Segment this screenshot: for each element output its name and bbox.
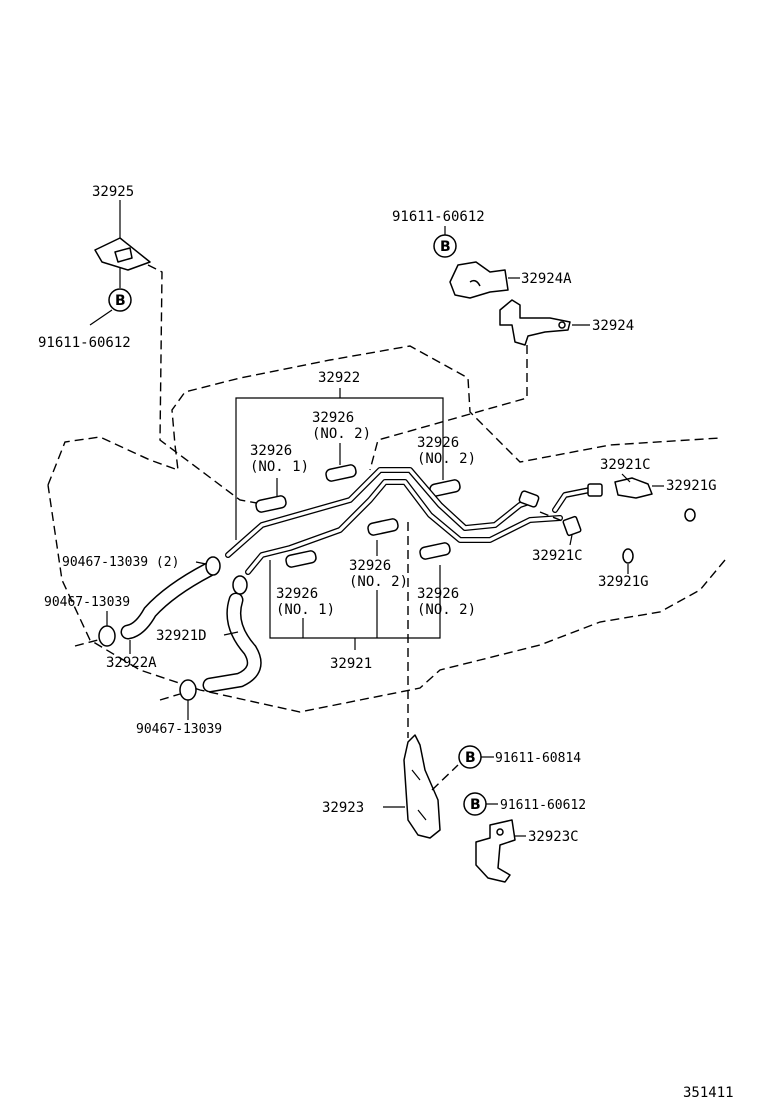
- grommet-32926-d: [285, 550, 317, 568]
- label-32921C-top: 32921C: [600, 457, 651, 473]
- bracket-32925: [94, 237, 151, 271]
- clamp-90467-bottom: [179, 679, 197, 701]
- label-32921C-mid: 32921C: [532, 548, 583, 564]
- transmission-outline: [47, 345, 726, 713]
- oring-32921G-mid: [622, 548, 634, 564]
- label-bolt-topleft: 91611-60612: [38, 335, 131, 351]
- marker-b-mid-text: B: [465, 750, 476, 766]
- label-32921G-top: 32921G: [666, 478, 717, 494]
- marker-b-topleft: [108, 288, 132, 312]
- leader-32921C-top: [621, 473, 631, 483]
- clamp-90467-a: [205, 556, 221, 576]
- label-32922A: 32922A: [106, 655, 157, 671]
- fitting-pipe-end: [518, 490, 540, 508]
- dash-32923-bolt: [431, 764, 459, 791]
- label-32923: 32923: [322, 800, 364, 816]
- hole-32924: [558, 321, 566, 329]
- grommet-32926-f: [419, 542, 451, 560]
- label-32925: 32925: [92, 184, 134, 200]
- dash-32925: [147, 264, 269, 506]
- label-32921D: 32921D: [156, 628, 207, 644]
- clamp-90467-b: [232, 575, 248, 595]
- dash-clamp-left: [74, 639, 99, 647]
- label-32926-a: 32926: [312, 410, 354, 426]
- label-32923C: 32923C: [528, 829, 579, 845]
- bracket-32924: [499, 299, 571, 346]
- label-32922: 32922: [318, 370, 360, 386]
- fitting-32921C-mid: [562, 515, 582, 537]
- leader-32921D: [223, 631, 239, 636]
- marker-b-topright: [433, 234, 457, 258]
- leader-bolt-topleft: [89, 309, 113, 326]
- label-32926-a-no: (NO. 2): [312, 426, 371, 442]
- grommet-32926-a: [325, 464, 357, 482]
- dash-fitting: [539, 511, 566, 523]
- dash-clamp-bottom: [159, 693, 181, 701]
- clamp-90467-left: [98, 625, 116, 647]
- label-32926-f-no: (NO. 2): [417, 602, 476, 618]
- label-clip-bottom: 90467-13039: [136, 722, 222, 737]
- label-32926-d-no: (NO. 1): [276, 602, 335, 618]
- figure-number: 351411: [683, 1085, 734, 1101]
- grommet-32926-e: [367, 518, 399, 536]
- label-32926-e-no: (NO. 2): [349, 574, 408, 590]
- label-32926-c-no: (NO. 2): [417, 451, 476, 467]
- label-32926-c: 32926: [417, 435, 459, 451]
- bracket-32924A: [449, 261, 509, 299]
- marker-b-topleft-text: B: [115, 293, 126, 309]
- oring-32921G-top: [684, 508, 696, 522]
- label-clip-2: 90467-13039 (2): [62, 555, 179, 570]
- fitting-32921C-top-a: [587, 483, 603, 497]
- label-32926-f: 32926: [417, 586, 459, 602]
- label-32921: 32921: [330, 656, 372, 672]
- grommet-32926-b: [255, 495, 287, 513]
- group-32922: [235, 397, 444, 540]
- label-32926-b-no: (NO. 1): [250, 459, 309, 475]
- leader-32921C-mid: [569, 534, 573, 546]
- label-32921G-mid: 32921G: [598, 574, 649, 590]
- label-32924: 32924: [592, 318, 634, 334]
- label-32926-d: 32926: [276, 586, 318, 602]
- label-32924A: 32924A: [521, 271, 572, 287]
- bracket-32923C: [475, 819, 516, 883]
- label-bolt-low: 91611-60612: [500, 798, 586, 813]
- marker-b-low-text: B: [470, 797, 481, 813]
- hole-32923C: [496, 828, 504, 836]
- dash-32924: [369, 345, 528, 471]
- leader-clip-2: [195, 561, 207, 565]
- label-bolt-mid: 91611-60814: [495, 751, 581, 766]
- label-32926-e: 32926: [349, 558, 391, 574]
- fitting-32921C-top-b: [614, 477, 653, 499]
- label-bolt-topright: 91611-60612: [392, 209, 485, 225]
- marker-b-topright-text: B: [440, 239, 451, 255]
- bracket-32923: [403, 734, 441, 839]
- label-clip-left: 90467-13039: [44, 595, 130, 610]
- label-32926-b: 32926: [250, 443, 292, 459]
